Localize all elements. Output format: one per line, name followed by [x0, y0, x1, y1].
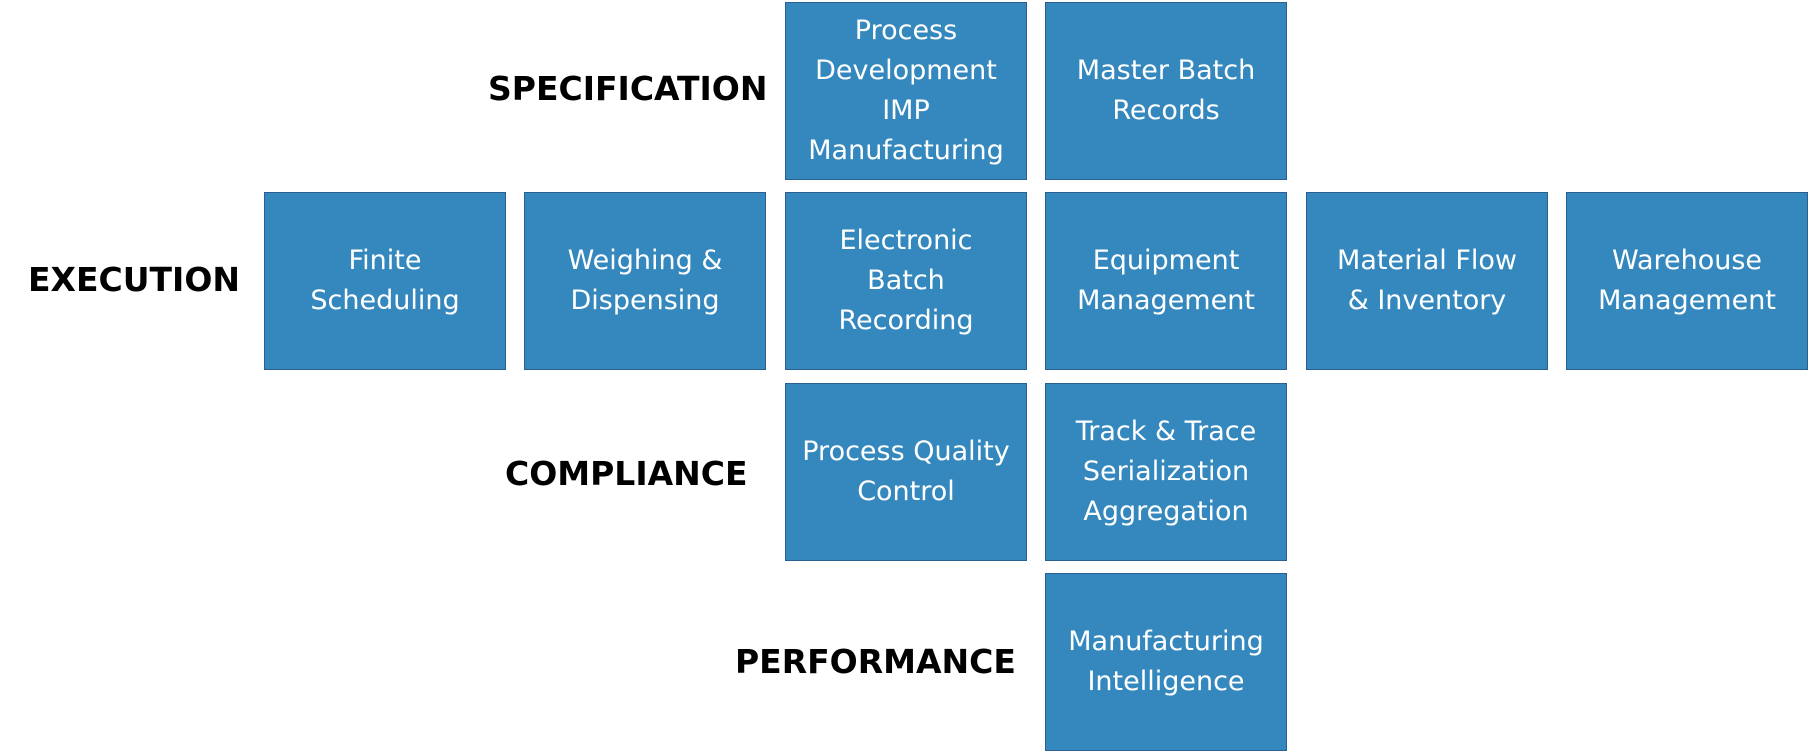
box-label: Process Quality Control [802, 436, 1010, 507]
box-label: Manufacturing Intelligence [1068, 626, 1264, 697]
box-track-trace: Track & Trace Serialization Aggregation [1045, 383, 1287, 561]
box-electronic-batch-recording: Electronic Batch Recording [785, 192, 1027, 370]
box-manufacturing-intelligence: Manufacturing Intelligence [1045, 573, 1287, 751]
box-label: Process Development IMP Manufacturing [808, 15, 1004, 166]
box-label: Electronic Batch Recording [838, 225, 974, 336]
box-label: Finite Scheduling [310, 245, 460, 316]
box-label: Equipment Management [1077, 245, 1255, 316]
box-label: Track & Trace Serialization Aggregation [1075, 416, 1257, 527]
box-weighing-dispensing: Weighing & Dispensing [524, 192, 766, 370]
box-label: Master Batch Records [1076, 55, 1256, 126]
box-equipment-management: Equipment Management [1045, 192, 1287, 370]
box-process-development: Process Development IMP Manufacturing [785, 2, 1027, 180]
box-label: Warehouse Management [1598, 245, 1776, 316]
box-warehouse-management: Warehouse Management [1566, 192, 1808, 370]
box-process-quality-control: Process Quality Control [785, 383, 1027, 561]
box-label: Weighing & Dispensing [567, 245, 723, 316]
box-finite-scheduling: Finite Scheduling [264, 192, 506, 370]
row-label-performance: PERFORMANCE [735, 642, 1016, 681]
box-material-flow-inventory: Material Flow & Inventory [1306, 192, 1548, 370]
row-label-compliance: COMPLIANCE [505, 454, 748, 493]
box-master-batch-records: Master Batch Records [1045, 2, 1287, 180]
box-label: Material Flow & Inventory [1337, 245, 1517, 316]
row-label-specification: SPECIFICATION [488, 69, 768, 108]
row-label-execution: EXECUTION [28, 260, 241, 299]
